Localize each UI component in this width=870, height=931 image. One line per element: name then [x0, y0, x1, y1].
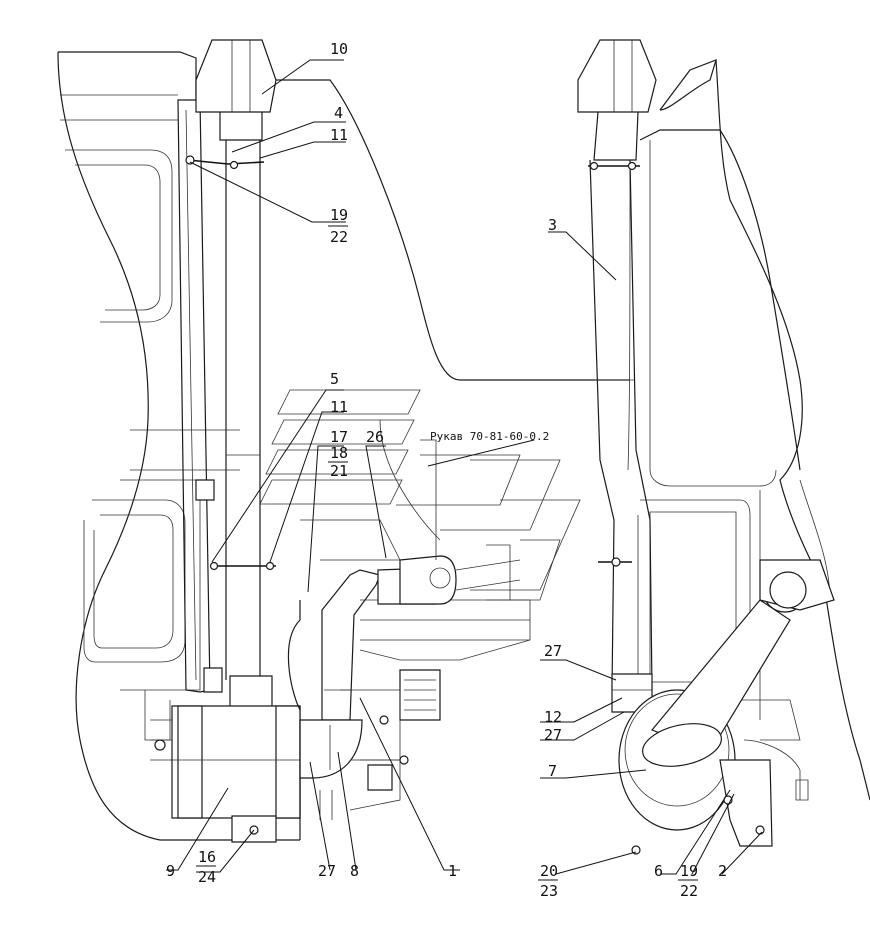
callout-11-mid: 11 — [330, 398, 348, 416]
right-intake-pipe — [577, 39, 657, 713]
callout-12: 12 — [544, 708, 562, 726]
callout-19-right: 19 — [680, 862, 698, 880]
callout-18: 18 — [330, 444, 348, 462]
callout-6: 6 — [654, 862, 663, 880]
hose-note: Рукав 70-81-60-0.2 — [430, 430, 549, 443]
callout-1: 1 — [448, 862, 457, 880]
callout-17: 17 — [330, 428, 348, 446]
callout-19-left: 19 — [330, 206, 348, 224]
callout-11-top: 11 — [330, 126, 348, 144]
callout-20: 20 — [540, 862, 558, 880]
callout-16: 16 — [198, 848, 216, 866]
callout-3: 3 — [548, 216, 557, 234]
callout-26: 26 — [366, 428, 384, 446]
callout-5: 5 — [330, 370, 339, 388]
callout-labels: 10 4 11 19 22 3 5 11 17 18 21 26 Рукав 7… — [166, 40, 727, 900]
callout-23: 23 — [540, 882, 558, 900]
left-intake-pipe — [185, 39, 277, 741]
callout-22-right: 22 — [680, 882, 698, 900]
callout-7: 7 — [548, 762, 557, 780]
callout-2: 2 — [718, 862, 727, 880]
label-underlines — [196, 225, 698, 881]
turbo-hose — [377, 544, 521, 605]
callout-10: 10 — [330, 40, 348, 58]
callout-8: 8 — [350, 862, 359, 880]
callout-27-bottom: 27 — [318, 862, 336, 880]
callout-27-upper: 27 — [544, 642, 562, 660]
leader-lines — [166, 59, 763, 875]
callout-27-lower: 27 — [544, 726, 562, 744]
right-cab-outline — [627, 59, 870, 801]
callout-24: 24 — [198, 868, 216, 886]
left-elbow-hose — [299, 569, 381, 779]
callout-4: 4 — [334, 104, 343, 122]
callout-9: 9 — [166, 862, 175, 880]
reference-hatch — [259, 389, 581, 601]
right-air-cleaner — [618, 559, 835, 855]
callout-21: 21 — [330, 462, 348, 480]
callout-22-left: 22 — [330, 228, 348, 246]
left-air-cleaner — [150, 705, 306, 843]
